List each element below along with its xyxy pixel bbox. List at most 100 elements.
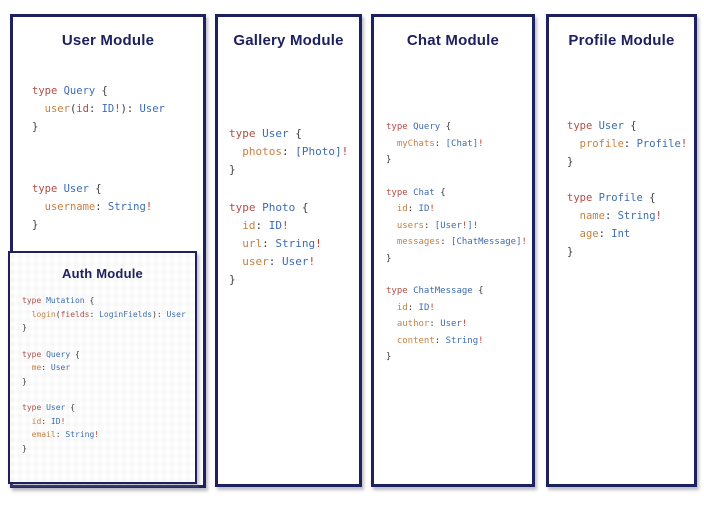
code-token: : (604, 210, 618, 222)
code-block: type Chat { id: ID! users: [User!]! mess… (386, 185, 532, 268)
code-line: author: User! (386, 316, 532, 333)
code-line: } (229, 161, 359, 179)
code-token: id (31, 416, 42, 426)
code-token: } (229, 163, 236, 176)
code-token: type (567, 192, 599, 204)
code-token: type (229, 127, 263, 140)
code-token: : (89, 309, 100, 319)
code-token: type (22, 296, 47, 305)
code-token: String (275, 237, 316, 250)
code-block: type Photo { id: ID! url: String! user: … (229, 199, 359, 289)
code-token: id (396, 302, 408, 313)
code-token: ! (680, 138, 688, 150)
code-token: { (440, 187, 446, 198)
code-token: } (22, 323, 27, 332)
code-token: { (75, 349, 80, 359)
code-token: : (268, 255, 282, 268)
code-token: ID (268, 219, 282, 232)
code-token: Photo (262, 201, 302, 214)
code-line: content: String! (386, 333, 532, 350)
code-token: ! (655, 210, 662, 222)
code-token: me (31, 363, 42, 372)
code-token: : (407, 302, 419, 313)
code-line: } (386, 152, 532, 169)
code-line: email: String! (22, 428, 195, 442)
code-token: type (386, 286, 414, 296)
code-line: } (22, 321, 195, 335)
code-token: : (95, 201, 108, 213)
code-line: type Query { (22, 348, 195, 362)
code-token: ! (521, 237, 527, 247)
code-line: user: User! (229, 253, 359, 271)
code-token: { (478, 286, 484, 296)
code-token: { (630, 120, 637, 132)
code-token (32, 201, 45, 213)
code-token: LoginFields (99, 309, 153, 319)
code-line: me: User (22, 361, 195, 375)
code-line: id: ID! (22, 415, 195, 429)
code-token: ! (315, 237, 322, 250)
code-block: type Profile { name: String! age: Int} (567, 189, 694, 261)
code-token: ! (308, 255, 316, 268)
code-block: type Query { myChats: [Chat]!} (386, 119, 532, 169)
code-token: { (89, 296, 95, 305)
code-line: type Query { (32, 82, 203, 100)
code-token: ! (461, 319, 468, 329)
graphql-code-chat: type Query { myChats: [Chat]!}type Chat … (386, 119, 532, 366)
module-title-gallery: Gallery Module (233, 32, 344, 49)
code-token: } (386, 155, 392, 165)
code-token: [Photo] (295, 145, 342, 158)
code-token: Query (46, 349, 75, 359)
code-token: User (166, 309, 186, 319)
code-token: login (31, 309, 56, 319)
code-token: { (295, 127, 302, 140)
code-line: myChats: [Chat]! (386, 136, 532, 153)
code-token: ( (69, 103, 77, 115)
code-line: users: [User!]! (386, 218, 532, 235)
code-token: User (282, 255, 309, 268)
code-token: ! (461, 220, 468, 231)
code-line: type Query { (386, 119, 532, 136)
code-token: ! (472, 220, 479, 231)
code-block: type User { photos: [Photo]!} (229, 125, 359, 179)
code-token: : (440, 237, 452, 247)
code-line: type Profile { (567, 189, 694, 207)
code-token: Int (611, 228, 631, 240)
code-token: ! (114, 103, 121, 115)
code-token: Chat (413, 187, 441, 198)
code-token (22, 417, 32, 426)
code-token: : (598, 228, 612, 240)
code-token: : (623, 138, 637, 150)
code-token (229, 255, 242, 268)
code-line: username: String! (32, 198, 203, 216)
code-token: type (386, 187, 414, 198)
code-token: } (32, 219, 39, 231)
code-block: type ChatMessage { id: ID! author: User!… (386, 283, 532, 366)
code-token: { (101, 85, 108, 97)
code-line: type User { (567, 117, 694, 135)
code-token: } (386, 253, 392, 264)
code-token: : (282, 145, 296, 158)
code-token: ! (94, 430, 100, 439)
code-line: type User { (229, 125, 359, 143)
code-token: profile (579, 138, 624, 150)
code-line: type ChatMessage { (386, 283, 532, 300)
code-token: type (229, 201, 263, 214)
graphql-code-gallery: type User { photos: [Photo]!} type Photo … (229, 125, 359, 289)
module-title-user: User Module (61, 32, 155, 49)
code-line: login(fields: LoginFields): User (22, 308, 195, 322)
code-block: type User { id: ID! email: String!} (22, 401, 195, 455)
graphql-code-auth: type Mutation { login(fields: LoginField… (22, 294, 195, 455)
code-token: String (445, 335, 479, 346)
code-token: myChats (396, 138, 435, 149)
code-line: id: ID! (386, 201, 532, 218)
code-token: } (22, 443, 27, 453)
code-token: ! (282, 219, 289, 232)
code-token (32, 103, 45, 115)
code-token: type (22, 349, 47, 359)
code-token: ! (429, 204, 435, 214)
code-token: { (95, 183, 102, 195)
code-line: photos: [Photo]! (229, 143, 359, 161)
code-token: } (22, 376, 27, 386)
